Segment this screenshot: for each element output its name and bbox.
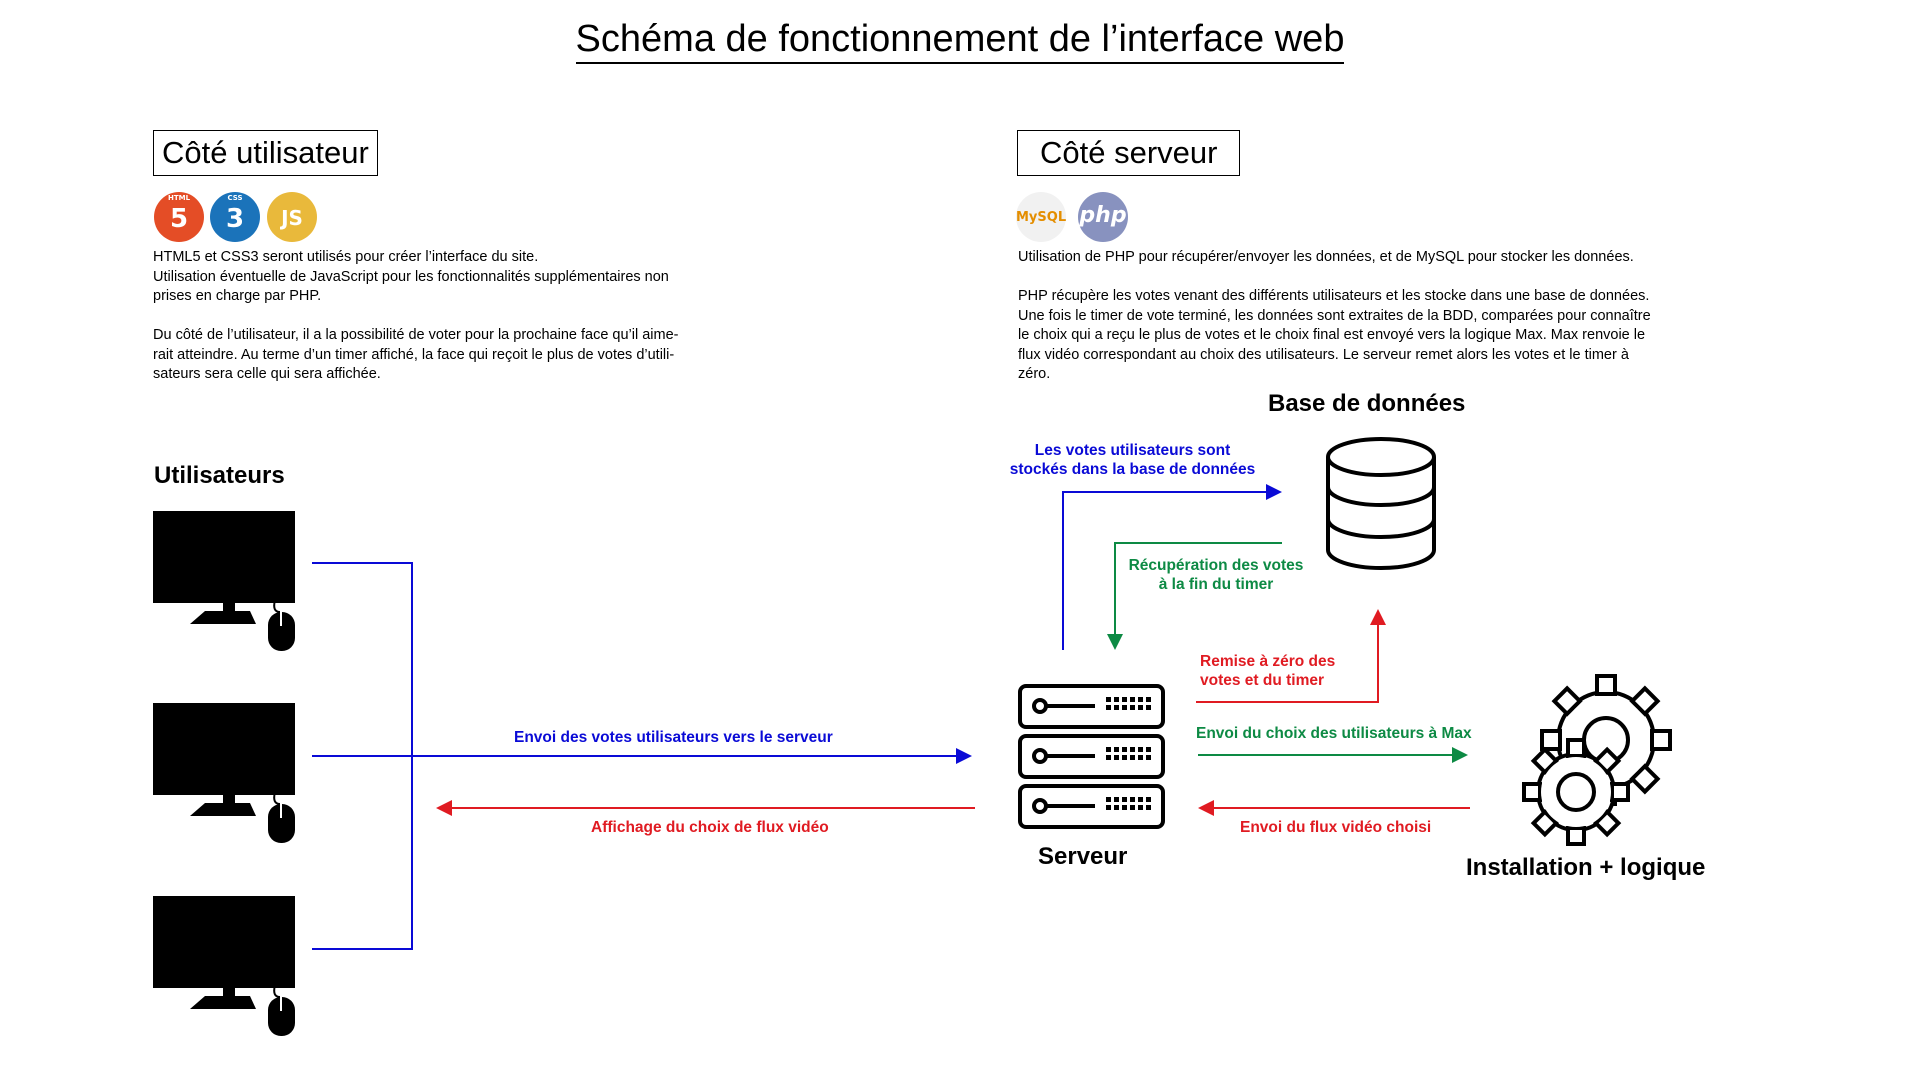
retrieve-votes-arrow xyxy=(1107,542,1282,650)
server-side-heading: Côté serveur xyxy=(1017,130,1241,176)
store-votes-arrow xyxy=(1062,484,1282,650)
client-paragraph-1: HTML5 et CSS3 seront utilisés pour créer… xyxy=(153,249,669,304)
send-votes-label: Envoi des votes utilisateurs vers le ser… xyxy=(514,729,833,746)
installation-label: Installation + logique xyxy=(1466,854,1706,881)
send-votes-arrow xyxy=(412,748,972,764)
send-stream-label: Envoi du flux vidéo choisi xyxy=(1240,819,1432,836)
server-leds-3 xyxy=(1106,797,1152,810)
retrieve-votes-label: Récupération des votes à la fin du timer xyxy=(1128,557,1304,593)
mysql-icon: MySQL xyxy=(1016,192,1066,242)
users-label: Utilisateurs xyxy=(154,462,285,489)
store-votes-label: Les votes utilisateurs sont stockés dans… xyxy=(1009,442,1256,478)
javascript-icon: JS xyxy=(267,192,317,242)
user-computer-2 xyxy=(153,703,295,843)
reset-label: Remise à zéro des votes et du timer xyxy=(1200,653,1336,689)
database-label: Base de données xyxy=(1268,390,1466,417)
server-paragraph-2: PHP récupère les votes venant des différ… xyxy=(1018,288,1651,382)
reset-arrow xyxy=(1196,609,1386,703)
php-icon: php xyxy=(1078,192,1128,242)
send-stream-arrow xyxy=(1198,800,1470,816)
server-icon xyxy=(1018,684,1165,829)
server-paragraph-1: Utilisation de PHP pour récupérer/envoye… xyxy=(1018,249,1634,265)
server-label: Serveur xyxy=(1038,843,1128,870)
display-choice-arrow xyxy=(436,800,975,816)
client-side-heading: Côté utilisateur xyxy=(153,130,378,176)
server-leds-2 xyxy=(1106,747,1152,760)
send-choice-arrow xyxy=(1198,747,1468,763)
send-choice-label: Envoi du choix des utilisateurs à Max xyxy=(1196,725,1472,742)
client-paragraph-2: Du côté de l’utilisateur, il a la possib… xyxy=(153,327,679,382)
page-title: Schéma de fonctionnement de l’interface … xyxy=(0,18,1920,64)
user-computer-1 xyxy=(153,511,295,651)
css3-icon: CSS 3 xyxy=(210,192,260,242)
server-leds-1 xyxy=(1106,697,1152,710)
database-icon xyxy=(1326,437,1436,570)
user-computer-3 xyxy=(153,896,295,1036)
user-collector-lines xyxy=(312,562,413,950)
html5-icon: HTML 5 xyxy=(154,192,204,242)
gears-icon xyxy=(1522,674,1672,846)
display-choice-label: Affichage du choix de flux vidéo xyxy=(591,819,829,836)
